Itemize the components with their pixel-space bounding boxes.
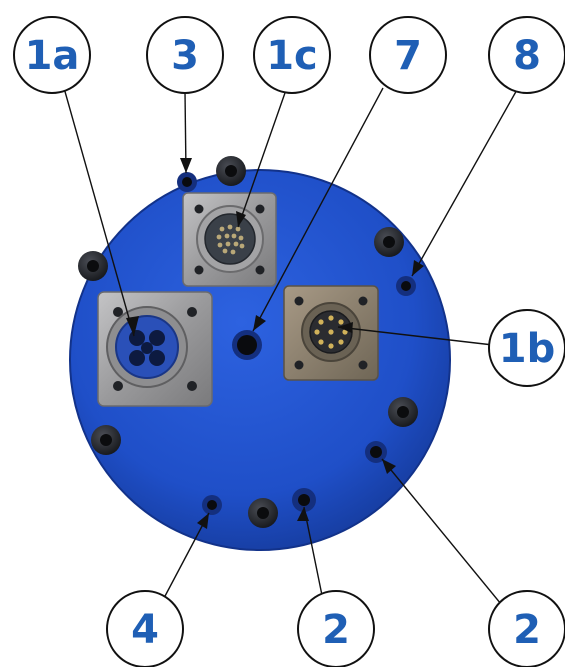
mounting-bolt [374,227,404,257]
arrowhead [297,507,309,521]
leader-line-1b [337,326,494,346]
end-plate [70,170,450,550]
arrowhead [338,322,353,333]
callout-circle-7 [369,16,447,94]
callout-label-8: 8 [513,33,541,79]
port-hole-2-center [292,488,316,512]
callout-label-1b: 1b [499,326,555,372]
leader-line-1a [63,87,135,337]
connector-1b [283,285,379,381]
callout-label-2-center: 2 [322,607,350,653]
callout-label-4: 4 [131,607,159,653]
arrowhead [412,260,424,276]
arrowhead [382,459,396,474]
end-plate-rim [69,169,451,551]
mounting-bolt [216,156,246,186]
callout-circle-1a [13,16,91,94]
port-hole-3 [177,172,197,192]
mounting-bolt [78,251,108,281]
arrowhead [126,316,139,336]
port-hole-7 [232,330,262,360]
callout-circle-2-center [297,590,375,667]
callout-circle-4 [106,590,184,667]
arrowhead [236,211,246,227]
callout-label-2-right: 2 [513,607,541,653]
arrowhead [197,513,209,529]
callout-label-3: 3 [171,33,199,79]
port-hole-8 [396,276,416,296]
port-hole-2-right [365,441,387,463]
connector-1a [97,291,213,407]
mounting-bolt [248,498,278,528]
arrowhead [253,315,266,331]
mounting-bolt [388,397,418,427]
callout-circle-8 [488,16,565,94]
arrowhead [180,158,192,173]
connector-1c [182,192,277,287]
callout-label-7: 7 [394,33,422,79]
callout-circle-1c [253,16,331,94]
callout-label-1c: 1c [266,33,318,79]
leader-line-8 [411,87,519,277]
callout-label-1a: 1a [25,33,80,79]
callout-circle-2-right [488,590,565,667]
leader-line-2-right [381,458,511,616]
callout-circle-1b [488,309,565,387]
leader-line-7 [252,87,384,332]
callout-circle-3 [146,16,224,94]
mounting-bolt [91,425,121,455]
leader-line-1c [237,89,287,228]
port-hole-4 [202,495,222,515]
